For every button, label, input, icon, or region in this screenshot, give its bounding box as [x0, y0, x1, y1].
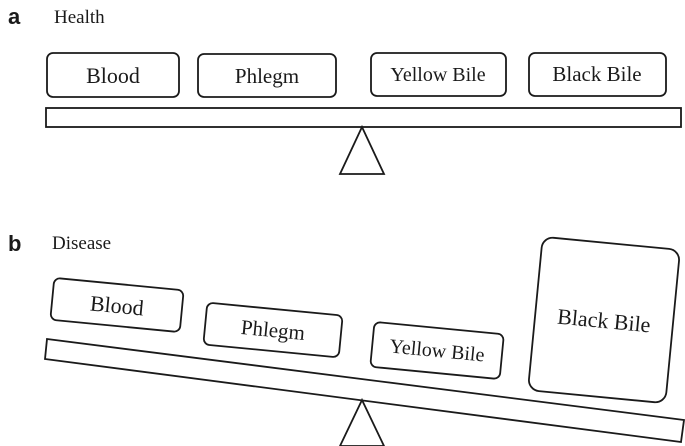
humor-box-blood: Blood: [49, 277, 185, 333]
panel-disease: b Disease Blood Phlegm Yellow Bile Black…: [8, 231, 685, 446]
humor-box-blood: Blood: [46, 52, 180, 98]
humor-label-blood: Blood: [89, 290, 145, 320]
humor-box-yellow-bile: Yellow Bile: [370, 52, 507, 97]
humor-box-black-bile: Black Bile: [528, 236, 680, 404]
balance-beam-tilted: [44, 337, 685, 444]
panel-b-letter: b: [8, 231, 21, 256]
humor-box-phlegm: Phlegm: [197, 53, 337, 98]
fulcrum: [339, 397, 385, 446]
humor-box-black-bile: Black Bile: [528, 52, 667, 97]
panel-a-caption: Health: [54, 7, 105, 28]
humor-label-yellow-bile: Yellow Bile: [390, 64, 485, 86]
panel-health: a Health Blood Phlegm Yellow Bile Black …: [8, 4, 682, 175]
humor-label-phlegm: Phlegm: [235, 64, 299, 88]
balance-beam-level: [45, 107, 682, 128]
humor-label-blood: Blood: [86, 63, 140, 88]
humor-box-phlegm: Phlegm: [202, 302, 344, 358]
panel-b-caption: Disease: [52, 233, 111, 254]
humor-label-black-bile: Black Bile: [552, 62, 641, 86]
panel-a-letter: a: [8, 4, 21, 29]
humor-box-yellow-bile: Yellow Bile: [369, 321, 505, 380]
fulcrum: [338, 124, 386, 175]
